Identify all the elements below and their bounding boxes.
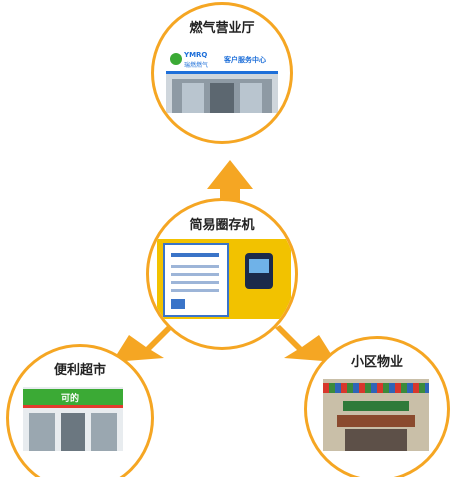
store-door <box>61 413 85 451</box>
poster-title-bar <box>171 253 219 257</box>
gas-hall-photo: YMRQ 瑞燃燃气 客户服务中心 <box>166 49 278 113</box>
sign-logo-text: YMRQ <box>184 51 208 59</box>
arrow-down-right-to-property <box>275 325 336 362</box>
gas-hall-sign: YMRQ 瑞燃燃气 客户服务中心 <box>166 49 278 74</box>
poster-qr-code <box>171 299 185 309</box>
kiosk-photo <box>157 239 291 319</box>
decoration-flags <box>323 383 429 393</box>
store-window <box>91 413 117 451</box>
sign-logo-icon <box>170 53 182 65</box>
gas-hall-label: 燃气营业厅 <box>189 21 255 36</box>
card-reader-screen <box>249 259 269 273</box>
poster-line <box>171 265 219 268</box>
arrow-up-to-gas-hall <box>207 160 253 202</box>
gas-hall-circle: 燃气营业厅 YMRQ 瑞燃燃气 客户服务中心 <box>151 2 293 144</box>
property-photo <box>323 379 429 451</box>
store-label: 便利超市 <box>53 363 106 378</box>
property-entrance <box>345 429 407 451</box>
property-awning <box>337 415 415 427</box>
store-photo: 可的 <box>23 387 123 451</box>
store-stripe <box>23 405 123 408</box>
poster-line <box>171 281 219 284</box>
property-sign <box>343 401 409 411</box>
store-window <box>29 413 55 451</box>
kiosk-label: 简易圈存机 <box>189 218 255 233</box>
property-circle: 小区物业 <box>304 336 450 477</box>
sign-company-text: 瑞燃燃气 <box>184 62 209 69</box>
gas-hall-doors <box>172 79 272 113</box>
store-circle: 便利超市 可的 <box>6 344 154 477</box>
property-label: 小区物业 <box>350 355 403 370</box>
entrance-door <box>210 83 234 113</box>
kiosk-circle: 简易圈存机 <box>146 198 298 350</box>
card-reader-device <box>245 253 273 289</box>
store-sign: 可的 <box>23 389 123 405</box>
store-sign-text: 可的 <box>61 394 80 404</box>
poster-line <box>171 289 219 292</box>
sign-title-text: 客户服务中心 <box>224 56 266 64</box>
window-left <box>182 83 204 113</box>
arrow-down-left-to-store <box>112 325 173 362</box>
instruction-poster <box>163 243 229 317</box>
poster-line <box>171 273 219 276</box>
window-right <box>240 83 262 113</box>
